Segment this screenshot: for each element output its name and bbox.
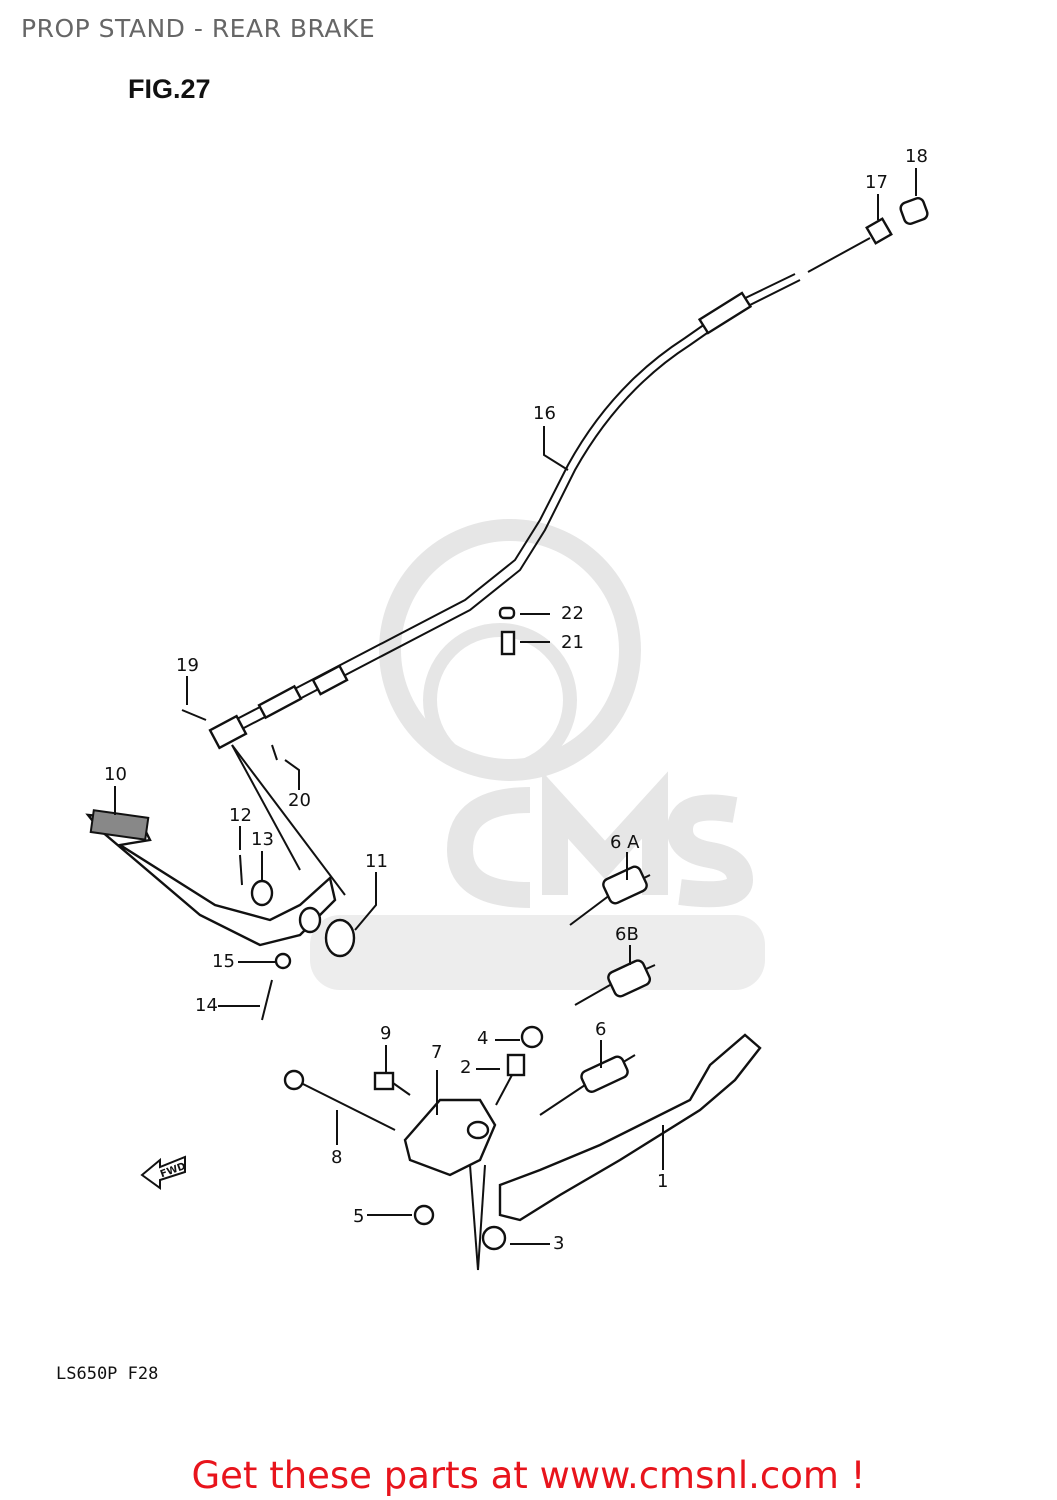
callout-15: 15 <box>212 951 235 972</box>
callout-14: 14 <box>195 995 218 1016</box>
footer-link[interactable]: Get these parts at www.cmsnl.com ! <box>191 1454 866 1497</box>
callout-13: 13 <box>251 829 274 850</box>
callout-7: 7 <box>431 1042 442 1063</box>
callout-18: 18 <box>905 146 928 167</box>
figure-label: FIG.27 <box>128 74 211 104</box>
callout-2: 2 <box>460 1057 471 1078</box>
callout-21: 21 <box>561 632 584 653</box>
callout-8: 8 <box>331 1147 342 1168</box>
callout-19: 19 <box>176 655 199 676</box>
callout-3: 3 <box>553 1233 564 1254</box>
callout-12: 12 <box>229 805 252 826</box>
callout-1: 1 <box>657 1171 668 1192</box>
fwd-label: FWD <box>159 1161 187 1180</box>
callout-10: 10 <box>104 764 127 785</box>
callout-6b: 6B <box>615 924 639 945</box>
callout-20: 20 <box>288 790 311 811</box>
prop-stand <box>283 865 762 1271</box>
callout-6: 6 <box>595 1019 606 1040</box>
forward-arrow: FWD <box>140 1155 187 1190</box>
drawing-code: LS650P F28 <box>56 1364 159 1384</box>
callout-17: 17 <box>865 172 888 193</box>
callouts: 18 17 16 22 21 19 10 20 12 13 11 6 A 6B … <box>104 146 928 1254</box>
callout-9: 9 <box>380 1023 391 1044</box>
callout-5: 5 <box>353 1206 364 1227</box>
cms-watermark <box>310 519 765 990</box>
callout-16: 16 <box>533 403 556 424</box>
callout-22: 22 <box>561 603 584 624</box>
leader-lines <box>114 168 917 1245</box>
brake-cable <box>181 197 929 750</box>
page-title: PROP STAND - REAR BRAKE <box>21 14 376 43</box>
brake-pedal <box>85 744 356 1021</box>
callout-6a: 6 A <box>610 832 640 853</box>
callout-4: 4 <box>477 1028 488 1049</box>
callout-11: 11 <box>365 851 388 872</box>
